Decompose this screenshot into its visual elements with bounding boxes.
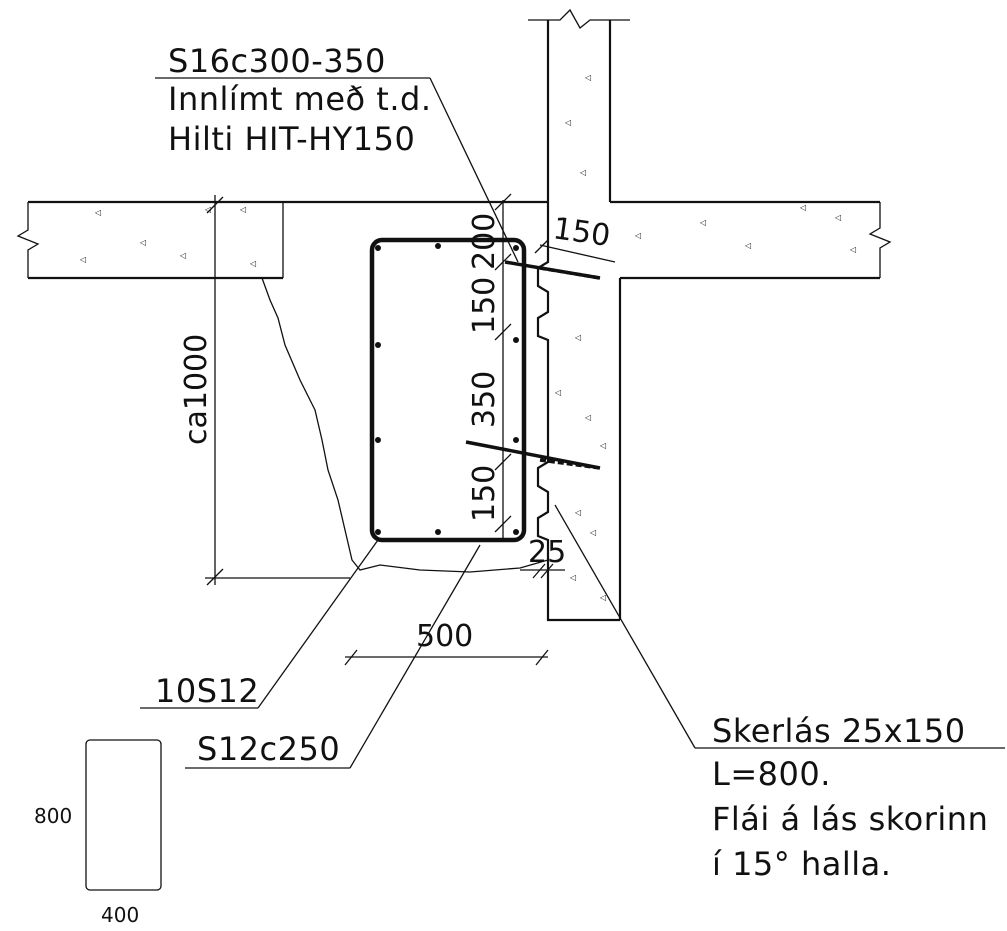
svg-text:◁: ◁ bbox=[79, 255, 86, 264]
label-key-2: L=800. bbox=[712, 755, 831, 793]
dim-150-key-top: 150 bbox=[551, 211, 613, 254]
dimension-key-width bbox=[534, 239, 616, 263]
section-detail-rect bbox=[85, 739, 162, 891]
svg-text:◁: ◁ bbox=[94, 208, 101, 217]
svg-text:◁: ◁ bbox=[204, 205, 211, 214]
svg-text:◁: ◁ bbox=[179, 251, 186, 260]
svg-text:◁: ◁ bbox=[599, 441, 606, 450]
anchor-bars bbox=[465, 260, 601, 470]
dim-150-top: 150 bbox=[467, 277, 502, 334]
dim-150-bottom: 150 bbox=[467, 465, 502, 522]
dimension-width bbox=[344, 649, 549, 666]
svg-text:◁: ◁ bbox=[589, 528, 596, 537]
dimension-key-depth bbox=[520, 563, 565, 579]
dim-25: 25 bbox=[528, 535, 566, 570]
dimension-depth bbox=[205, 195, 350, 586]
dimension-chain-vertical bbox=[494, 193, 512, 540]
label-stirrups: S12c250 bbox=[197, 730, 340, 768]
svg-text:◁: ◁ bbox=[574, 508, 581, 517]
concrete-wall bbox=[528, 8, 630, 622]
svg-text:◁: ◁ bbox=[834, 213, 841, 222]
svg-text:◁: ◁ bbox=[799, 203, 806, 212]
svg-text:◁: ◁ bbox=[579, 168, 586, 177]
svg-text:◁: ◁ bbox=[574, 333, 581, 342]
svg-text:◁: ◁ bbox=[249, 259, 256, 268]
svg-text:◁: ◁ bbox=[699, 218, 706, 227]
concrete-slab bbox=[16, 200, 892, 280]
svg-text:◁: ◁ bbox=[584, 413, 591, 422]
label-key-4: í 15° halla. bbox=[712, 845, 891, 883]
breakout-line bbox=[261, 277, 549, 573]
svg-text:◁: ◁ bbox=[634, 231, 641, 240]
label-key-1: Skerlás 25x150 bbox=[712, 712, 966, 750]
concrete-aggregate: ◁ ◁ ◁ ◁ ◁ ◁ ◁ ◁ ◁ ◁ ◁ ◁ ◁ ◁ ◁ ◁ ◁ ◁ ◁ ◁ … bbox=[79, 73, 856, 602]
svg-text:◁: ◁ bbox=[564, 118, 571, 127]
detail-width: 400 bbox=[101, 903, 139, 927]
leader-lines bbox=[140, 77, 1005, 769]
label-anchor-glue-2: Hilti HIT-HY150 bbox=[168, 120, 415, 158]
label-anchor-glue-1: Innlímt með t.d. bbox=[168, 80, 431, 118]
svg-text:◁: ◁ bbox=[139, 238, 146, 247]
svg-text:◁: ◁ bbox=[569, 573, 576, 582]
svg-text:◁: ◁ bbox=[744, 241, 751, 250]
label-key-3: Flái á lás skorinn bbox=[712, 800, 988, 838]
dim-500: 500 bbox=[416, 619, 473, 654]
svg-text:◁: ◁ bbox=[849, 245, 856, 254]
svg-text:◁: ◁ bbox=[584, 73, 591, 82]
detail-height: 800 bbox=[34, 804, 72, 828]
svg-text:◁: ◁ bbox=[599, 593, 606, 602]
dim-ca1000: ca1000 bbox=[179, 334, 214, 445]
svg-text:◁: ◁ bbox=[554, 388, 561, 397]
label-anchor-bar: S16c300-350 bbox=[168, 42, 386, 80]
svg-text:◁: ◁ bbox=[239, 205, 246, 214]
dim-350: 350 bbox=[467, 371, 502, 428]
dim-200: 200 bbox=[467, 213, 502, 270]
reinforcement-cage bbox=[369, 237, 527, 543]
label-long-bars: 10S12 bbox=[155, 672, 259, 710]
